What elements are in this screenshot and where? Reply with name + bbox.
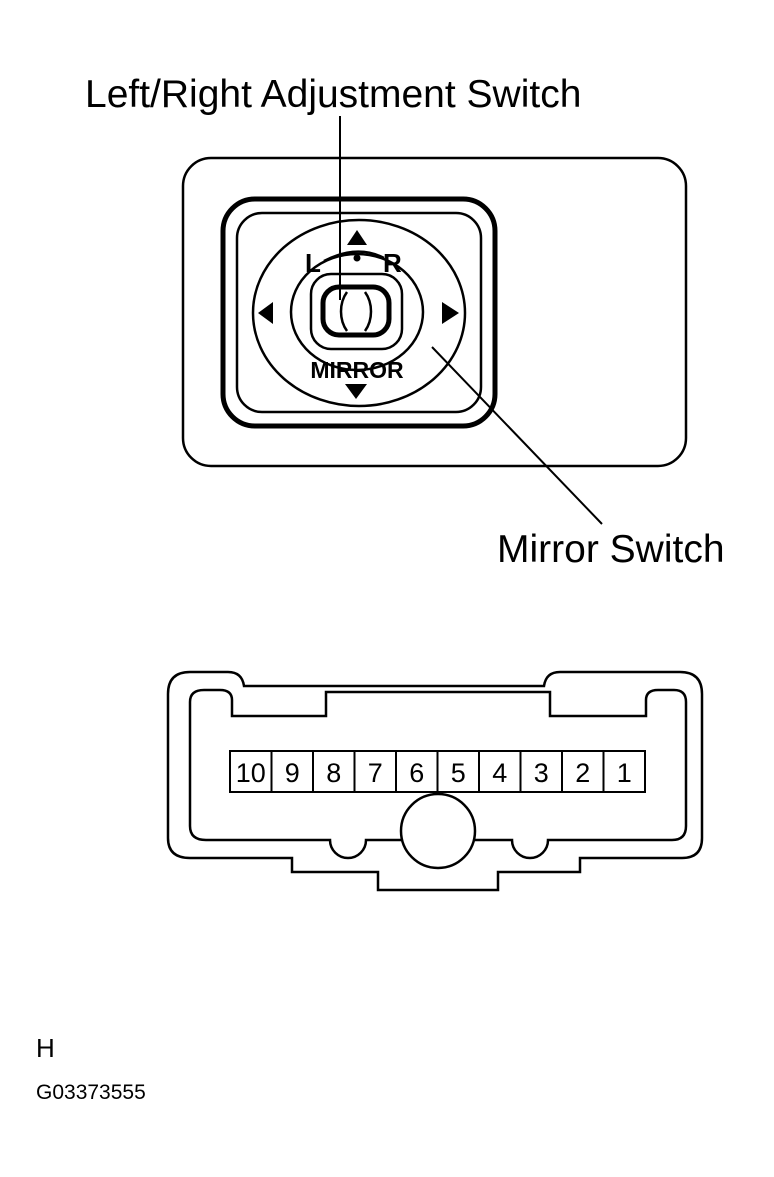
pin-cell-1 <box>602 750 646 793</box>
figure-letter: H <box>36 1033 55 1063</box>
switch-mirror-text: MIRROR <box>310 357 404 383</box>
adjustment-knob-base <box>309 272 404 351</box>
adjustment-knob <box>320 284 392 338</box>
arrow-left-icon <box>258 302 273 324</box>
knob-grip-line-right <box>363 291 373 332</box>
panel-outline <box>181 156 688 468</box>
pin-cell-5 <box>436 750 480 793</box>
left-right-adjustment-switch-label: Left/Right Adjustment Switch <box>85 73 582 116</box>
switch-bezel-outer <box>220 196 498 429</box>
connector-outer-outline <box>166 670 704 892</box>
pin-cell-9 <box>270 750 314 793</box>
connector <box>166 670 704 892</box>
mirror-switch-label: Mirror Switch <box>497 528 725 571</box>
pin-cell-8 <box>312 750 356 793</box>
lr-selector-arc <box>323 250 385 263</box>
switch-bezel-inner <box>235 211 483 414</box>
pin-label-6: 6 <box>409 758 424 788</box>
switch-right-text: R <box>383 248 402 278</box>
pin-label-9: 9 <box>285 758 300 788</box>
connector-lock-circle <box>399 792 477 870</box>
leader-line-mirror-switch <box>431 346 603 525</box>
switch-left-text: L <box>305 248 321 278</box>
pin-label-10: 10 <box>236 758 266 788</box>
pin-cell-7 <box>353 750 397 793</box>
mirror-switch-ring <box>251 218 467 408</box>
pin-label-4: 4 <box>492 758 507 788</box>
arrow-up-icon <box>347 230 367 245</box>
pin-label-1: 1 <box>617 758 632 788</box>
pin-cell-6 <box>395 750 439 793</box>
adjustment-knob-ring <box>289 252 425 372</box>
pin-cell-3 <box>519 750 563 793</box>
connector-inner-outline <box>188 688 688 860</box>
pin-label-7: 7 <box>368 758 383 788</box>
pin-cell-4 <box>478 750 522 793</box>
arrow-down-icon <box>345 384 367 399</box>
pin-cell-10 <box>229 750 273 793</box>
knob-grip-line-left <box>339 291 349 332</box>
lr-center-dot <box>353 254 361 262</box>
figure-code: G03373555 <box>36 1081 146 1104</box>
arrow-right-icon <box>442 302 459 324</box>
pin-label-5: 5 <box>451 758 466 788</box>
pin-label-2: 2 <box>575 758 590 788</box>
pin-label-3: 3 <box>534 758 549 788</box>
switch-panel <box>181 156 688 468</box>
pin-label-8: 8 <box>326 758 341 788</box>
